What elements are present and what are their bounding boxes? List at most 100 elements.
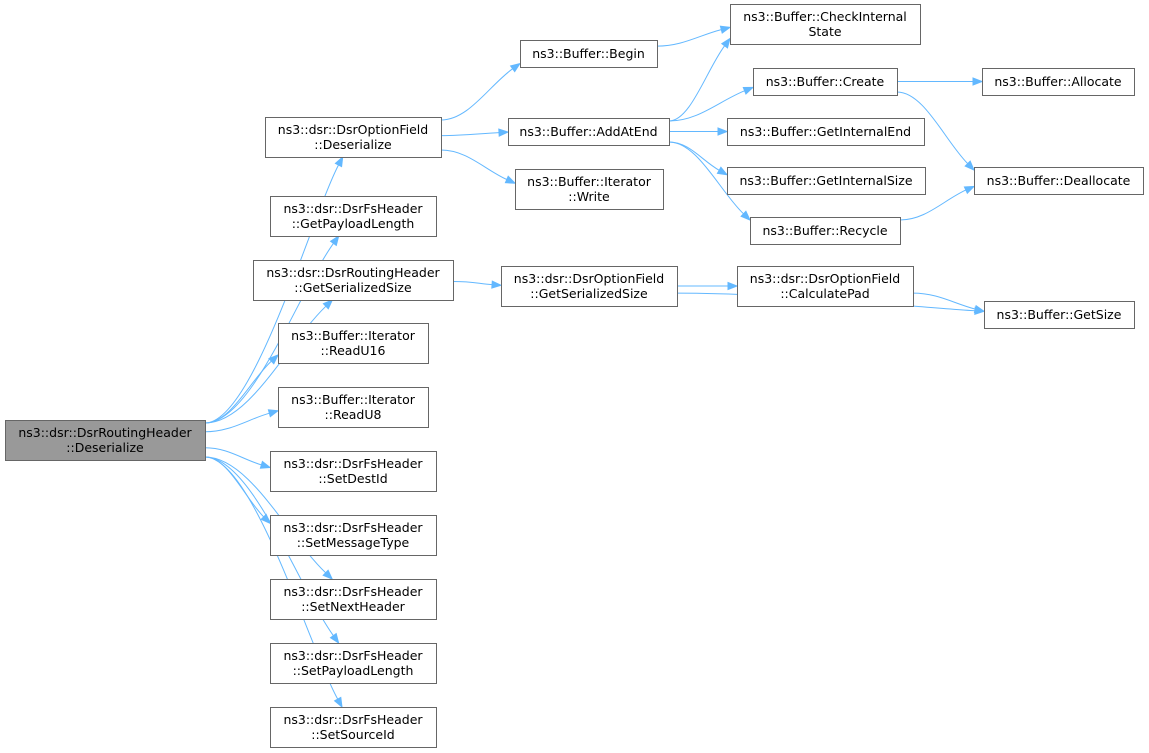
call-edge-n12-n15 — [668, 86, 755, 122]
node-label-line: ns3::dsr::DsrFsHeader — [283, 648, 423, 663]
node-label-line: ns3::dsr::DsrFsHeader — [283, 584, 423, 599]
node-label-line: ns3::Buffer::Iterator — [291, 328, 416, 343]
edge-arrowhead — [973, 304, 986, 314]
node-label-line: ::Write — [568, 189, 610, 204]
function-node[interactable]: ns3::dsr::DsrFsHeader::SetMessageType — [270, 515, 437, 556]
function-node[interactable]: ns3::dsr::DsrFsHeader::GetPayloadLength — [270, 196, 437, 237]
call-edge-n15-n20 — [896, 91, 975, 171]
node-box — [270, 196, 437, 237]
node-label-line: ns3::Buffer::Iterator — [291, 392, 416, 407]
function-node[interactable]: ns3::dsr::DsrOptionField::CalculatePad — [737, 266, 914, 307]
node-label-line: ::ReadU16 — [321, 343, 386, 358]
edge-arrowhead — [719, 25, 732, 34]
function-node[interactable]: ns3::Buffer::Recycle — [750, 217, 901, 245]
edge-line — [668, 141, 720, 171]
node-box — [982, 68, 1135, 96]
node-box — [270, 707, 437, 748]
function-node[interactable]: ns3::Buffer::Deallocate — [974, 167, 1144, 195]
edge-line — [668, 90, 745, 122]
node-box — [727, 118, 925, 146]
node-label-line: ::SetPayloadLength — [293, 663, 414, 678]
node-label-line: ns3::dsr::DsrOptionField — [278, 122, 428, 137]
edge-line — [204, 164, 339, 424]
call-edge-n0-n1 — [204, 155, 344, 424]
node-label-line: ns3::Buffer::Begin — [532, 46, 645, 61]
edge-arrowhead — [504, 175, 517, 184]
edge-line — [204, 447, 262, 466]
function-node[interactable]: ns3::Buffer::GetInternalEnd — [727, 118, 925, 146]
node-box — [750, 217, 901, 245]
call-edge-n0-n8 — [204, 456, 334, 580]
call-edge-n1-n11 — [440, 62, 522, 121]
function-node[interactable]: ns3::Buffer::AddAtEnd — [508, 118, 670, 146]
function-node[interactable]: ns3::dsr::DsrRoutingHeader::GetSerialize… — [253, 260, 454, 301]
node-label-line: ns3::Buffer::Recycle — [762, 223, 887, 238]
edge-line — [668, 141, 744, 215]
edge-arrowhead — [329, 632, 340, 645]
function-node[interactable]: ns3::dsr::DsrFsHeader::SetNextHeader — [270, 579, 437, 620]
node-label-line: ::Deserialize — [314, 137, 392, 152]
call-edge-n0-n6 — [204, 447, 272, 469]
function-node[interactable]: ns3::Buffer::Iterator::ReadU16 — [278, 323, 429, 364]
node-label-line: ns3::Buffer::Iterator — [527, 174, 652, 189]
function-node[interactable]: ns3::dsr::DsrFsHeader::SetSourceId — [270, 707, 437, 748]
function-node[interactable]: ns3::Buffer::GetSize — [984, 301, 1135, 329]
node-box — [265, 117, 442, 158]
call-edge-n1-n13 — [440, 149, 517, 184]
call-edge-n21-n22 — [676, 281, 739, 291]
edge-arrowhead — [509, 62, 522, 73]
edge-arrowhead — [742, 86, 755, 95]
node-label-line: ns3::dsr::DsrOptionField — [514, 271, 664, 286]
edge-arrowhead — [498, 128, 510, 137]
function-node[interactable]: ns3::dsr::DsrOptionField::Deserialize — [265, 117, 442, 158]
node-label-line: ns3::Buffer::AddAtEnd — [519, 124, 657, 139]
call-edge-n1-n12 — [440, 128, 510, 137]
call-edge-n0-n4 — [204, 354, 280, 424]
edge-line — [452, 281, 493, 286]
edge-arrowhead — [322, 299, 334, 310]
node-box — [737, 266, 914, 307]
edge-arrowhead — [717, 127, 729, 136]
call-edge-n18-n20 — [899, 185, 976, 221]
node-label-line: ns3::Buffer::GetInternalEnd — [740, 124, 911, 139]
node-box — [501, 266, 678, 307]
function-node[interactable]: ns3::dsr::DsrFsHeader::SetDestId — [270, 451, 437, 492]
node-label-line: ::SetSourceId — [311, 727, 395, 742]
function-node[interactable]: ns3::Buffer::Iterator::Write — [515, 169, 664, 210]
node-box — [253, 260, 454, 301]
node-label-line: ns3::dsr::DsrOptionField — [750, 271, 900, 286]
edge-line — [896, 91, 969, 164]
node-box — [753, 68, 898, 96]
node-label-line: ns3::dsr::DsrFsHeader — [283, 712, 423, 727]
edge-line — [440, 132, 500, 137]
node-label-line: ns3::Buffer::CheckInternal — [743, 9, 907, 24]
call-edge-n0-n5 — [204, 409, 280, 433]
edge-arrowhead — [963, 185, 976, 195]
function-node[interactable]: ns3::Buffer::Create — [753, 68, 898, 96]
function-node[interactable]: ns3::Buffer::Iterator::ReadU8 — [278, 387, 429, 428]
node-box — [515, 169, 664, 210]
node-box — [730, 4, 921, 45]
call-edge-n11-n14 — [656, 25, 732, 47]
edge-arrowhead — [334, 155, 344, 168]
node-box — [278, 323, 429, 364]
node-label-line: ns3::dsr::DsrRoutingHeader — [266, 265, 440, 280]
edge-line — [668, 45, 726, 122]
function-node[interactable]: ns3::dsr::DsrFsHeader::SetPayloadLength — [270, 643, 437, 684]
function-node[interactable]: ns3::Buffer::Allocate — [982, 68, 1135, 96]
edge-line — [204, 456, 327, 574]
call-edge-n15-n19 — [897, 77, 984, 86]
node-label-line: ns3::dsr::DsrFsHeader — [283, 201, 423, 216]
node-label-line: ::SetMessageType — [297, 535, 410, 550]
call-edge-n12-n18 — [668, 141, 751, 221]
node-box — [5, 420, 206, 461]
edge-line — [656, 29, 722, 47]
function-node[interactable]: ns3::Buffer::Begin — [520, 40, 658, 68]
edge-arrowhead — [964, 160, 975, 171]
node-label-line: ::Deserialize — [66, 440, 144, 455]
edge-line — [204, 305, 327, 424]
function-node[interactable]: ns3::dsr::DsrOptionField::GetSerializedS… — [501, 266, 678, 307]
function-node[interactable]: ns3::Buffer::GetInternalSize — [727, 167, 926, 195]
